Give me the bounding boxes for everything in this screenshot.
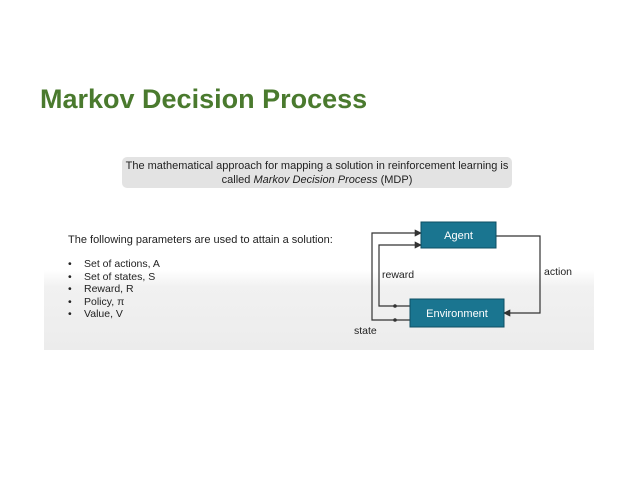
state-arrow <box>371 229 422 321</box>
state-junction-dot <box>393 318 397 322</box>
parameter-label: Value, V <box>84 308 123 320</box>
slide-title: Markov Decision Process <box>40 84 368 114</box>
agent-box <box>420 221 497 249</box>
parameter-label: Reward, R <box>84 283 134 295</box>
callout-line-2: called Markov Decision Process (MDP) <box>122 173 512 187</box>
parameters-intro: The following parameters are used to att… <box>68 234 333 246</box>
definition-callout: The mathematical approach for mapping a … <box>122 157 512 188</box>
state-label: state <box>354 325 377 337</box>
list-item: • Reward, R <box>68 283 160 296</box>
callout-line-2-suffix: (MDP) <box>377 174 413 186</box>
action-label: action <box>544 266 572 278</box>
list-item: • Policy, π <box>68 296 160 309</box>
bullet: • <box>68 308 72 320</box>
list-item: • Set of states, S <box>68 271 160 284</box>
callout-line-2-prefix: called <box>221 174 254 186</box>
action-arrow <box>496 235 541 317</box>
bullet: • <box>68 270 72 283</box>
agent-label: Agent <box>444 230 473 242</box>
list-item: • Value, V <box>68 308 160 321</box>
parameter-label: Set of states, S <box>84 270 156 283</box>
reward-label: reward <box>382 269 414 281</box>
bullet: • <box>68 295 72 308</box>
reward-junction-dot <box>393 304 397 308</box>
callout-mdp-term: Markov Decision Process <box>253 174 378 186</box>
parameter-label: Set of actions, A <box>84 258 160 270</box>
environment-label: Environment <box>426 308 488 320</box>
environment-box <box>409 298 505 328</box>
bullet: • <box>68 258 72 270</box>
parameter-label: Policy, π <box>84 295 125 308</box>
bullet: • <box>68 283 72 295</box>
callout-line-1: The mathematical approach for mapping a … <box>125 160 509 172</box>
parameters-list: • Set of actions, A • Set of states, S • Re… <box>68 258 160 321</box>
list-item: • Set of actions, A <box>68 258 160 271</box>
